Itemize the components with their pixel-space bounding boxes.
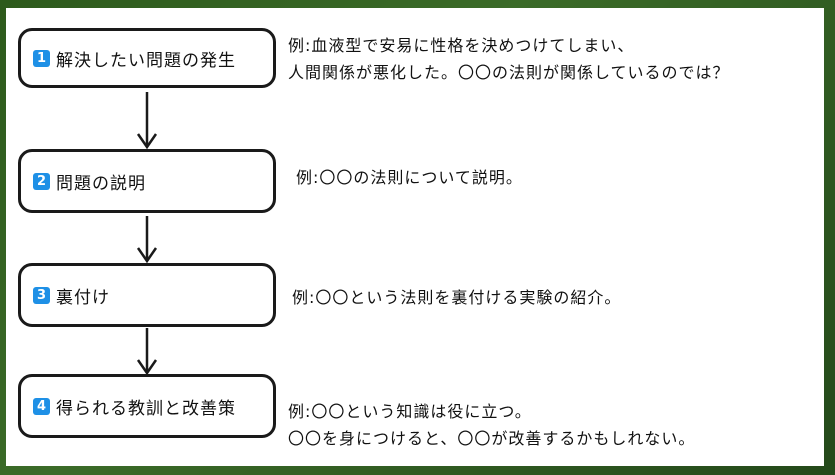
step-label: 裏付け	[56, 287, 110, 308]
step-3-box: 3 裏付け	[18, 263, 276, 327]
example-line: 例:〇〇という法則を裏付ける実験の紹介。	[292, 288, 622, 307]
step-1-example: 例:血液型で安易に性格を決めつけてしまい、 人間関係が悪化した。〇〇の法則が関係…	[288, 32, 730, 86]
step-number-badge: 3	[33, 286, 50, 304]
step-label: 解決したい問題の発生	[56, 50, 236, 71]
step-2-box: 2 問題の説明	[18, 149, 276, 213]
worksheet-panel: 1 解決したい問題の発生 例:血液型で安易に性格を決めつけてしまい、 人間関係が…	[6, 8, 824, 466]
step-number-badge: 1	[33, 49, 50, 67]
step-number-badge: 2	[33, 172, 50, 190]
example-line: 〇〇を身につけると、〇〇が改善するかもしれない。	[288, 429, 696, 448]
example-line: 人間関係が悪化した。〇〇の法則が関係しているのでは？	[288, 63, 730, 82]
step-label: 問題の説明	[56, 173, 146, 194]
example-line: 例:〇〇という知識は役に立つ。	[288, 402, 532, 421]
step-4-box: 4 得られる教訓と改善策	[18, 374, 276, 438]
step-label: 得られる教訓と改善策	[56, 398, 236, 419]
example-line: 例:〇〇の法則について説明。	[296, 168, 523, 187]
step-1-box: 1 解決したい問題の発生	[18, 28, 276, 88]
down-arrow-icon	[136, 216, 158, 264]
down-arrow-icon	[136, 92, 158, 150]
step-2-example: 例:〇〇の法則について説明。	[296, 164, 523, 191]
example-line: 例:血液型で安易に性格を決めつけてしまい、	[288, 36, 635, 55]
step-number-badge: 4	[33, 397, 50, 415]
step-3-example: 例:〇〇という法則を裏付ける実験の紹介。	[292, 284, 621, 311]
step-4-example: 例:〇〇という知識は役に立つ。 〇〇を身につけると、〇〇が改善するかもしれない。	[288, 398, 695, 452]
down-arrow-icon	[136, 328, 158, 376]
